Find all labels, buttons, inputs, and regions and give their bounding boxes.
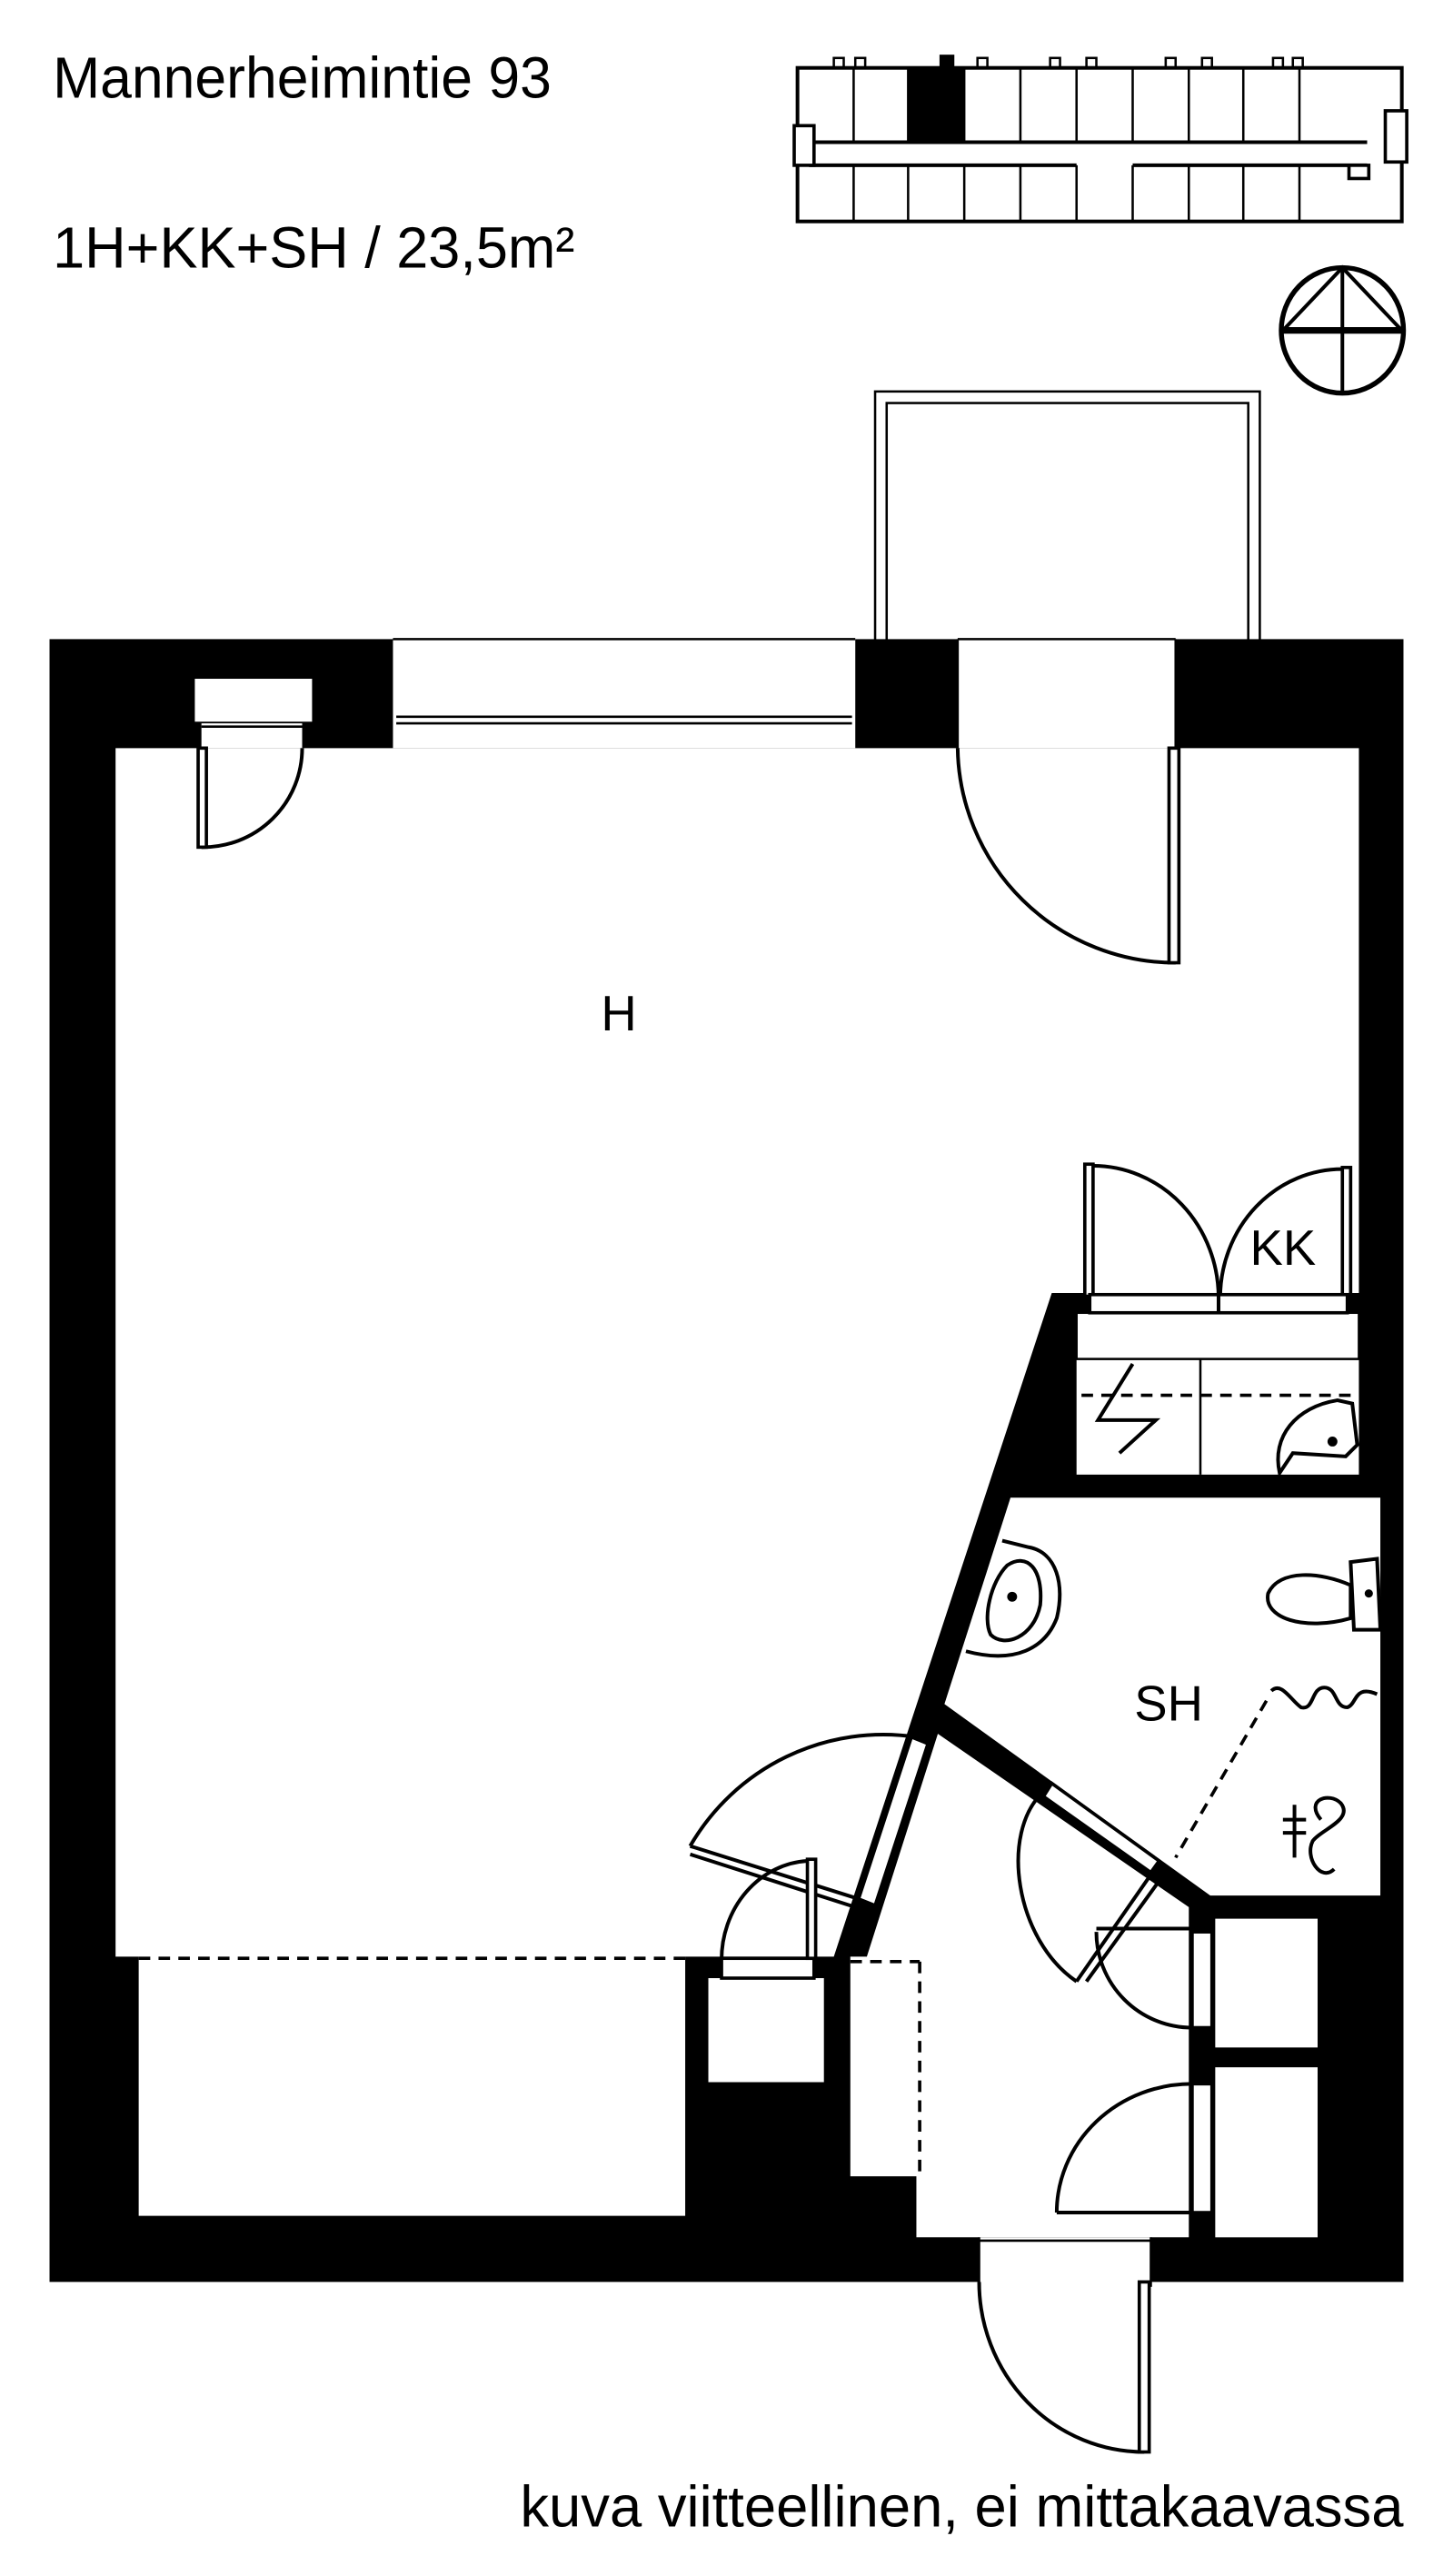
shower-curtain-icon (1269, 1686, 1378, 1710)
washbasin-icon (965, 1538, 1062, 1658)
balcony (873, 390, 1261, 657)
disclaimer-text: kuva viitteellinen, ei mittakaavassa (520, 2474, 1404, 2539)
hallway-area (850, 1734, 1189, 2238)
shower-icon (1282, 1795, 1346, 1875)
door-bathroom (1016, 1781, 1166, 1984)
toilet-icon (1266, 1557, 1383, 1632)
door-entrance (977, 2237, 1152, 2454)
door-small-window (196, 746, 304, 850)
stove-icon (1094, 1363, 1161, 1455)
door-living-room (688, 1733, 931, 1909)
building-keymap-icon (792, 55, 1408, 224)
door-closet-lower (1054, 2082, 1214, 2215)
north-compass-icon (1279, 264, 1407, 396)
living-room-area (115, 748, 1359, 2216)
door-balcony (955, 746, 1181, 965)
address-title: Mannerheimintie 93 (53, 45, 552, 110)
apartment-type-label: 1H+KK+SH / 23,5m² (53, 216, 574, 281)
room-label-kitchenette: KK (1250, 1220, 1317, 1276)
door-storage (720, 1857, 818, 1980)
sink-icon (1276, 1398, 1359, 1477)
room-label-living-room: H (601, 986, 636, 1041)
bathroom-area (944, 1497, 1381, 1896)
kitchen-cabinet-doors (1082, 1162, 1353, 1315)
door-closet-upper (1094, 1926, 1214, 2030)
room-label-bathroom: SH (1134, 1676, 1203, 1732)
